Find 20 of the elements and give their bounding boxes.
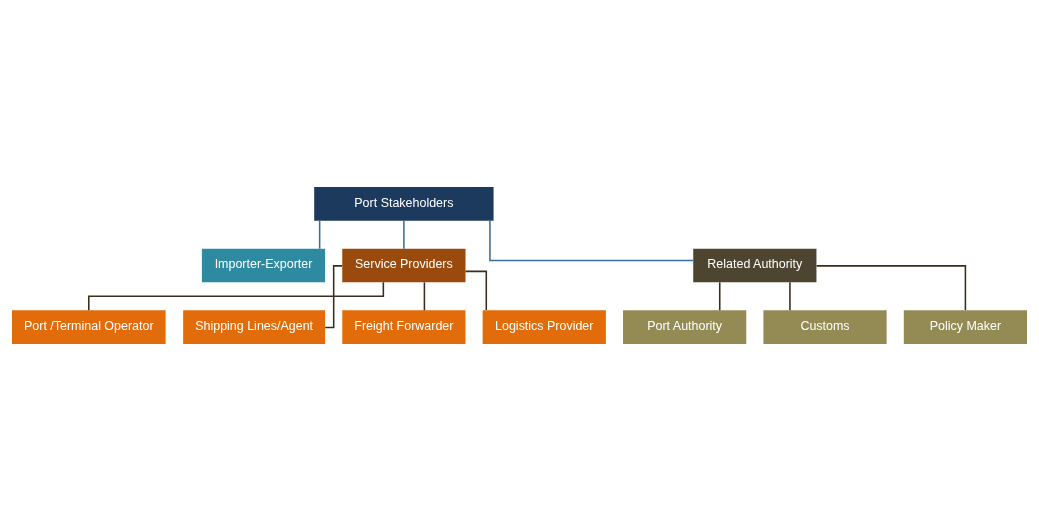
node-box: Importer-Exporter [201,248,326,283]
connector [789,281,791,312]
node-box: Shipping Lines/Agent [183,310,326,344]
connector [423,281,426,312]
connector [318,219,321,250]
node-box: Customs [763,310,887,344]
node-box: Service Providers [342,248,466,283]
node-box: Freight Forwarder [342,310,466,344]
connector [324,265,343,329]
node-box: Port Stakeholders [314,187,494,221]
connector [489,220,694,262]
connector [815,265,967,311]
connector [403,219,405,250]
connector [464,270,488,311]
connector [718,281,721,312]
node-box: Policy Maker [903,310,1027,344]
node-box: Logistics Provider [482,310,606,344]
node-box: Related Authority [693,248,817,283]
node-box: Port Authority [623,310,747,344]
node-box: Port /Terminal Operator [12,310,166,344]
